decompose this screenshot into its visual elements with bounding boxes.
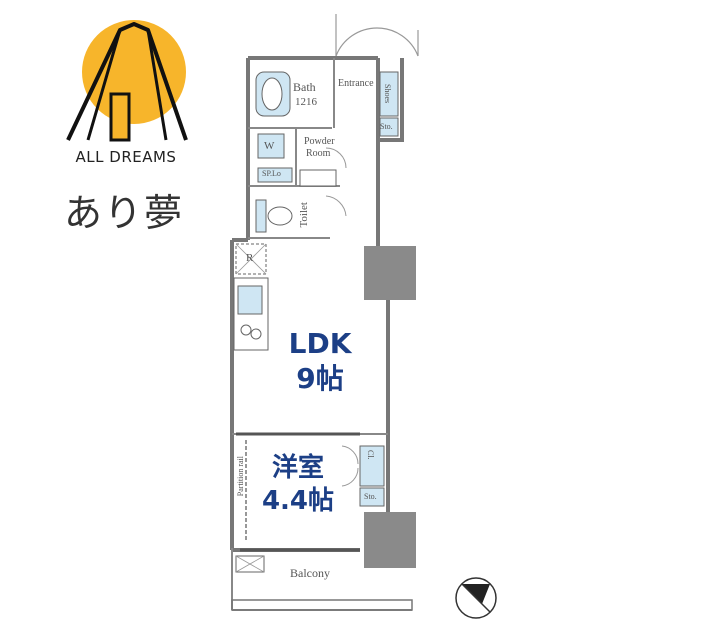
logo-house-outline <box>66 22 188 141</box>
western-room-label: 洋室 4.4帖 <box>248 452 348 517</box>
logo-door <box>109 92 131 142</box>
brand-name: ALL DREAMS <box>75 148 177 166</box>
ldk-room-label: LDK 9帖 <box>270 326 370 396</box>
entrance-door-swing <box>335 27 419 57</box>
toilet-bowl <box>267 206 293 226</box>
balcony-railing <box>231 599 413 611</box>
closet-label: Cl. <box>366 450 375 460</box>
wm-label: W <box>264 140 275 152</box>
bath-label: Bath <box>293 80 316 94</box>
shoes-label: Shoes <box>383 84 392 104</box>
powder-label: Powder <box>304 136 335 147</box>
sto-bottom <box>359 487 385 507</box>
all-dreams-logo <box>66 20 188 142</box>
powder-room-label: Room <box>306 148 331 159</box>
sto-top-cabinet <box>379 117 399 137</box>
bath-size-label: 1216 <box>295 96 317 108</box>
western-size: 4.4帖 <box>261 485 335 516</box>
sto-bottom-label: Sto. <box>364 492 377 501</box>
ldk-name: LDK <box>288 327 352 360</box>
north-arrow <box>455 577 497 619</box>
partition-label: Partition rail <box>236 456 245 497</box>
ldk-size: 9帖 <box>296 362 344 395</box>
fridge-label: R <box>246 252 254 264</box>
toilet-tank <box>255 199 267 233</box>
column-upper <box>364 246 416 300</box>
closet <box>359 445 385 487</box>
vanity-sink <box>299 169 337 187</box>
brand-japanese: あり夢 <box>64 191 185 235</box>
sp-lo-label: SP.Lo <box>262 169 281 178</box>
column-lower <box>364 512 416 568</box>
stove-burner <box>240 324 252 336</box>
washing-machine <box>257 133 285 159</box>
western-name: 洋室 <box>271 453 324 483</box>
shoe-cabinet <box>379 71 399 117</box>
kitchen-sink <box>237 285 263 315</box>
entrance-label: Entrance <box>338 78 374 89</box>
sto-top-label: Sto. <box>380 122 393 131</box>
sp-lo-box <box>257 167 293 183</box>
balcony-label: Balcony <box>290 566 330 580</box>
toilet-label: Toilet <box>298 202 310 228</box>
